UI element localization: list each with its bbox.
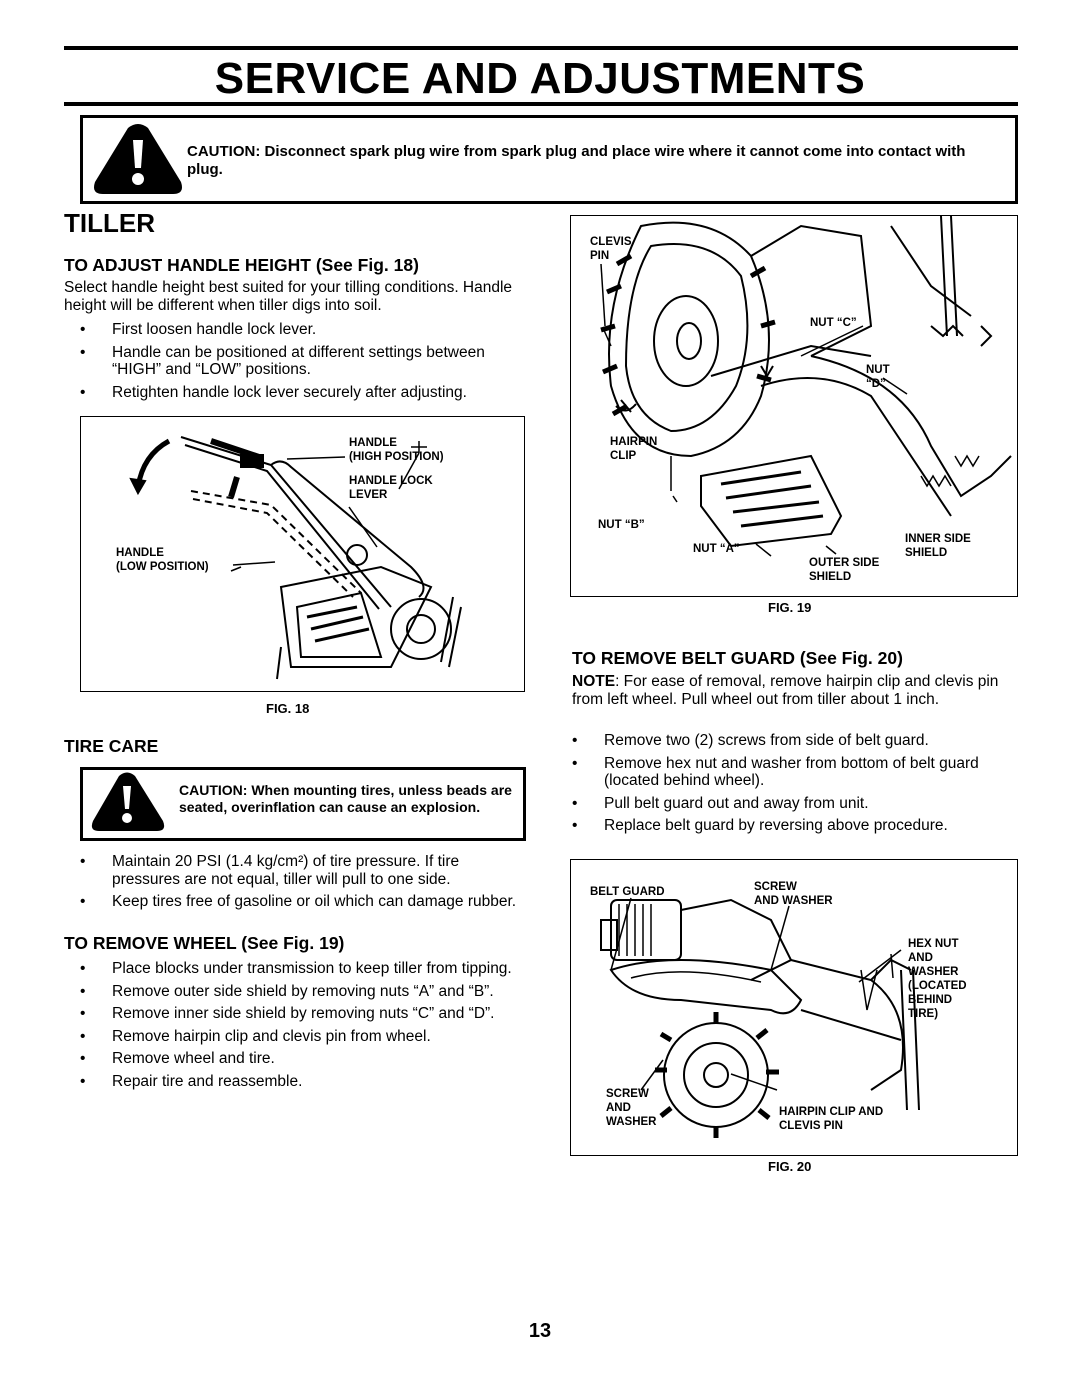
caution-text: CAUTION: Disconnect spark plug wire from… [187, 143, 966, 178]
list-item: Place blocks under transmission to keep … [80, 960, 526, 978]
list-item: Remove hex nut and washer from bottom of… [572, 755, 1018, 790]
label-handle-high: HANDLE (HIGH POSITION) [349, 437, 444, 463]
warning-triangle-icon [94, 124, 182, 194]
label-nut-b: NUT “B” [598, 519, 645, 531]
list-item: Maintain 20 PSI (1.4 kg/cm²) of tire pre… [80, 853, 526, 888]
list-item: Remove inner side shield by removing nut… [80, 1005, 526, 1023]
page-number: 13 [528, 1320, 552, 1342]
note-text: : For ease of removal, remove hairpin cl… [572, 673, 999, 708]
belt-guard-illustration [600, 897, 920, 1138]
caution-box-disconnect: CAUTION: Disconnect spark plug wire from… [80, 115, 1018, 204]
figure-19-caption: FIG. 19 [768, 600, 812, 615]
figure-20-caption: FIG. 20 [768, 1159, 812, 1174]
label-hairpin-clip: HAIRPIN CLIP [610, 436, 658, 462]
handle-height-intro: Select handle height best suited for you… [64, 279, 513, 314]
figure-18-caption: FIG. 18 [266, 701, 310, 716]
note-label: NOTE [572, 673, 616, 690]
label-belt-guard: BELT GUARD [590, 886, 665, 898]
warning-triangle-icon [91, 772, 165, 831]
wheel-shield-illustration [600, 216, 1012, 557]
label-hairpin-clevis: HAIRPIN CLIP AND CLEVIS PIN [779, 1106, 884, 1132]
list-item: Remove outer side shield by removing nut… [80, 983, 526, 1001]
list-item: Replace belt guard by reversing above pr… [572, 817, 1018, 835]
list-item: Keep tires free of gasoline or oil which… [80, 893, 526, 911]
handle-height-steps: First loosen handle lock lever. Handle c… [80, 321, 526, 406]
label-nut-a: NUT “A” [693, 543, 740, 555]
figure-20-box: BELT GUARD SCREW AND WASHER HEX NUT AND … [570, 859, 1018, 1156]
label-nut-c: NUT “C” [810, 317, 857, 329]
tire-care-list: Maintain 20 PSI (1.4 kg/cm²) of tire pre… [80, 853, 526, 916]
section-title-tiller: TILLER [64, 208, 155, 238]
list-item: Pull belt guard out and away from unit. [572, 795, 1018, 813]
label-hex-nut-washer: HEX NUT AND WASHER (LOCATED BEHIND TIRE) [908, 938, 967, 1020]
label-screw-washer-top: SCREW AND WASHER [754, 881, 833, 907]
label-handle-lock-lever: HANDLE LOCK LEVER [349, 475, 433, 501]
title-rule [64, 102, 1018, 106]
list-item: Remove wheel and tire. [80, 1050, 526, 1068]
tire-caution-text: CAUTION: When mounting tires, unless bea… [179, 782, 512, 815]
remove-wheel-steps: Place blocks under transmission to keep … [80, 960, 526, 1095]
page-title: SERVICE AND ADJUSTMENTS [214, 54, 866, 103]
top-rule [64, 46, 1018, 50]
label-outer-side-shield: OUTER SIDE SHIELD [809, 557, 880, 583]
list-item: First loosen handle lock lever. [80, 321, 526, 339]
heading-remove-belt-guard: TO REMOVE BELT GUARD (See Fig. 20) [572, 648, 903, 668]
list-item: Remove hairpin clip and clevis pin from … [80, 1028, 526, 1046]
label-inner-side-shield: INNER SIDE SHIELD [905, 533, 971, 559]
heading-tire-care: TIRE CARE [64, 736, 159, 756]
label-nut-d: NUT “D” [866, 364, 890, 390]
label-handle-low: HANDLE (LOW POSITION) [116, 547, 209, 573]
list-item: Retighten handle lock lever securely aft… [80, 384, 526, 402]
list-item: Repair tire and reassemble. [80, 1073, 526, 1091]
tiller-handle-illustration [129, 436, 462, 680]
belt-guard-steps: Remove two (2) screws from side of belt … [572, 732, 1018, 840]
caution-box-tires: CAUTION: When mounting tires, unless bea… [80, 767, 526, 841]
figure-19-box: CLEVIS PIN NUT “C” NUT “D” HAIRPIN CLIP … [570, 215, 1018, 597]
list-item: Remove two (2) screws from side of belt … [572, 732, 1018, 750]
list-item: Handle can be positioned at different se… [80, 344, 526, 379]
belt-guard-note: NOTE: For ease of removal, remove hairpi… [572, 673, 1018, 708]
heading-handle-height: TO ADJUST HANDLE HEIGHT (See Fig. 18) [64, 255, 419, 275]
heading-remove-wheel: TO REMOVE WHEEL (See Fig. 19) [64, 933, 345, 953]
label-clevis-pin: CLEVIS PIN [590, 236, 632, 262]
label-screw-washer-bottom: SCREW AND WASHER [606, 1088, 657, 1128]
figure-18-box: HANDLE (HIGH POSITION) HANDLE LOCK LEVER… [80, 416, 525, 692]
